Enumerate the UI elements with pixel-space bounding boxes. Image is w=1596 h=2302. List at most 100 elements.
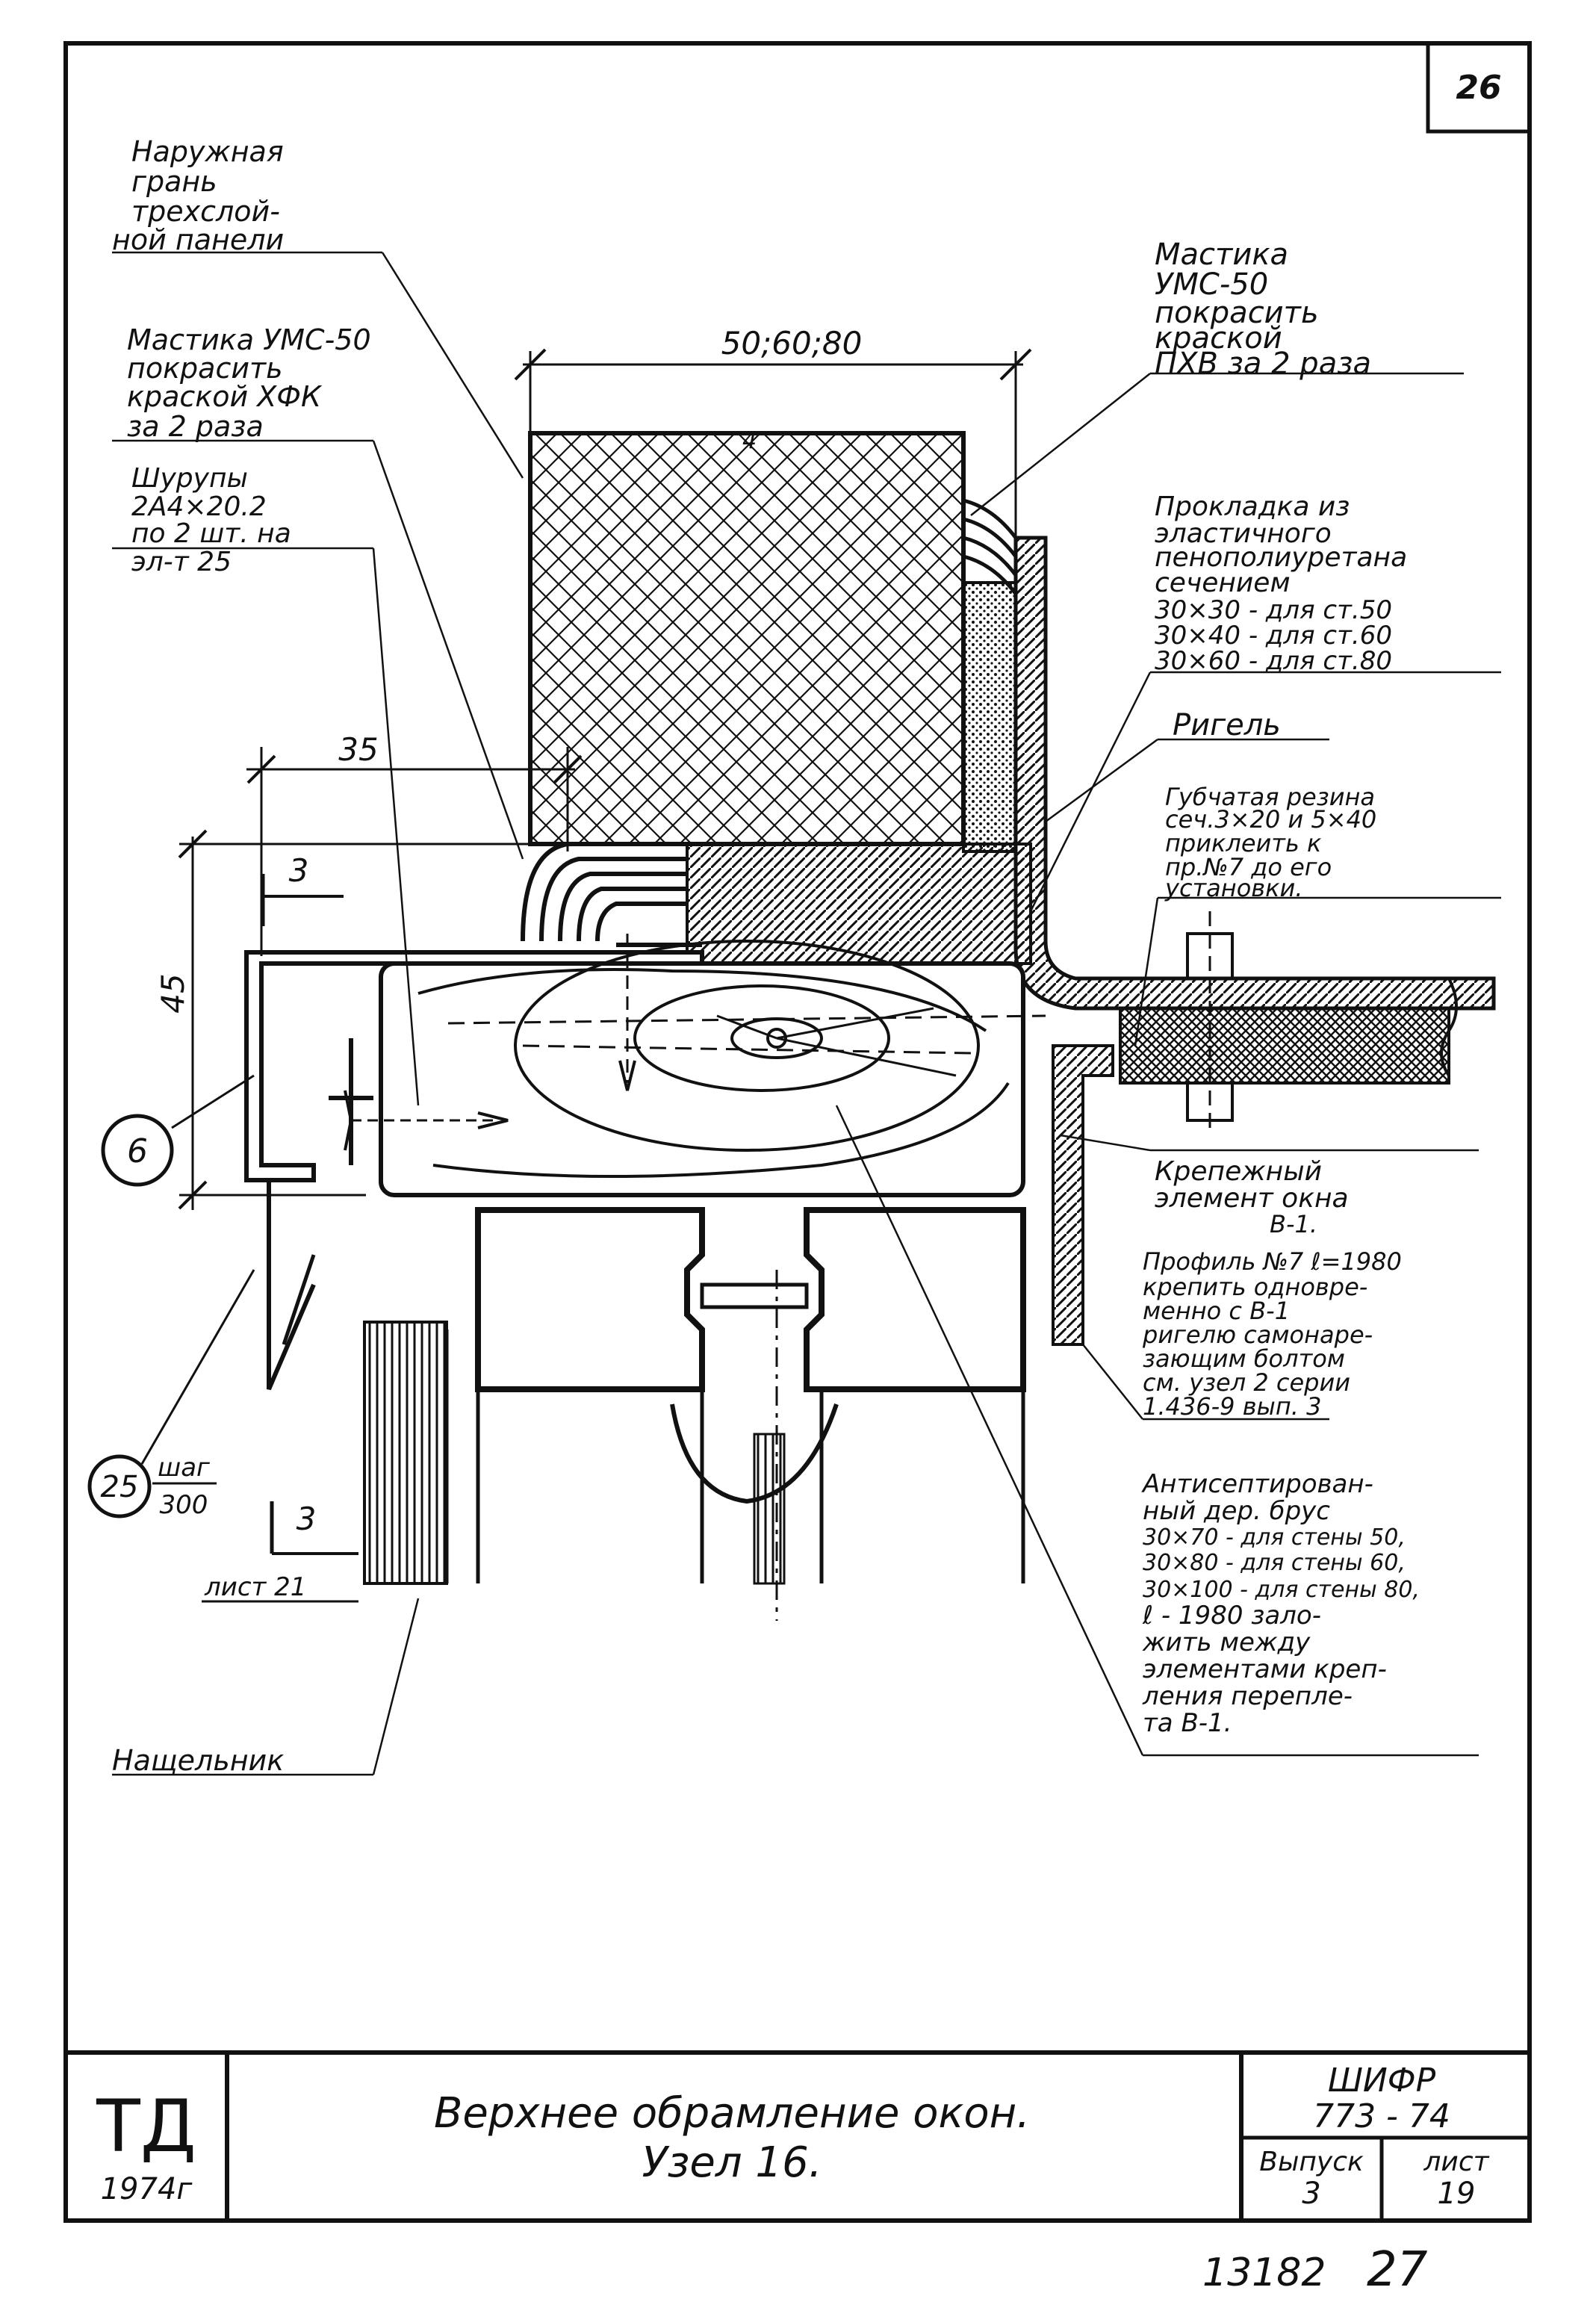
label-rigel: Ригель [1173,708,1281,742]
svg-text:крепить одновре-: крепить одновре- [1143,1273,1367,1301]
svg-text:30×40 - для ст.60: 30×40 - для ст.60 [1155,621,1392,651]
svg-text:ной панели: ной панели [112,223,284,256]
mastic-bands-right [963,498,1017,595]
dimension-45: 45 [155,829,553,1210]
svg-text:В-1.: В-1. [1270,1210,1317,1238]
svg-text:6: 6 [127,1132,148,1170]
footer-page: 27 [1367,2242,1428,2298]
dimension-top: 50;60;80 [514,325,1032,538]
section-mark-top: 3 [261,852,344,926]
svg-text:Профиль №7 ℓ=1980: Профиль №7 ℓ=1980 [1143,1247,1402,1276]
footer-number: 13182 [1202,2250,1326,2295]
svg-text:за 2 раза: за 2 раза [127,410,264,443]
label-profile: Профиль №7 ℓ=1980 крепить одновре- менно… [1142,1247,1402,1421]
svg-text:та В-1.: та В-1. [1143,1708,1232,1738]
callout-6: 6 [101,1074,255,1187]
svg-text:30×30 - для ст.50: 30×30 - для ст.50 [1155,595,1392,625]
svg-text:Шурупы: Шурупы [131,463,248,494]
svg-text:Мастика УМС-50: Мастика УМС-50 [127,323,371,356]
mastic-bands-left [521,842,702,947]
label-fastener: Крепежный элемент окна В-1. [1155,1156,1349,1238]
gasket-block [686,843,1032,965]
sheet-ref: лист 21 [204,1572,306,1602]
svg-text:ный дер. брус: ный дер. брус [1143,1496,1330,1526]
svg-text:приклеить к: приклеить к [1165,829,1322,857]
svg-text:элемент окна: элемент окна [1155,1183,1349,1214]
svg-text:Нащельник: Нащельник [112,1744,284,1777]
svg-text:2А4×20.2: 2А4×20.2 [131,491,267,522]
panel-mark: 4 [742,428,757,454]
svg-text:покрасить: покрасить [1155,296,1319,330]
svg-text:Прокладка из: Прокладка из [1155,491,1350,522]
svg-text:жить между: жить между [1142,1628,1311,1657]
sill-batten [363,1321,448,1585]
svg-text:зающим болтом: зающим болтом [1143,1344,1345,1373]
label-outer-face: Наружная грань трехслой- ной панели [112,135,284,256]
code-value: 773 - 74 [1313,2097,1450,2135]
screw [344,1090,509,1151]
sheet-label: лист [1423,2147,1489,2177]
callout-25: 25 шаг 300 [87,1269,255,1520]
svg-text:Крепежный: Крепежный [1155,1156,1322,1187]
label-bar: Антисептирован- ный дер. брус 30×70 - дл… [1141,1469,1420,1738]
sheet-frame [63,41,1532,2223]
construction-section: 4 [244,428,1496,1621]
leader-lines [112,251,1501,1776]
svg-text:эластичного: эластичного [1155,518,1332,549]
svg-text:сечением: сечением [1155,568,1291,598]
year: 1974г [101,2172,193,2206]
title-line1: Верхнее обрамление окон. [434,2089,1030,2138]
window-frame-profile [475,1207,1026,1585]
svg-text:краской ХФК: краской ХФК [127,380,323,413]
svg-text:элементами креп-: элементами креп- [1143,1654,1387,1684]
svg-text:эл-т 25: эл-т 25 [131,547,232,577]
issue-value: 3 [1302,2177,1320,2211]
label-screws: Шурупы 2А4×20.2 по 2 шт. на эл-т 25 [131,463,291,577]
insulation-strip [962,581,1017,853]
label-rubber: Губчатая резина сеч.3×20 и 5×40 приклеит… [1164,783,1376,902]
title-line2: Узел 16. [642,2138,822,2187]
wood-grain [417,940,1046,1178]
svg-text:покрасить: покрасить [127,352,283,385]
dim-top-label: 50;60;80 [721,325,863,362]
sheet-value: 19 [1438,2177,1476,2211]
svg-text:ригелю самонаре-: ригелю самонаре- [1142,1321,1373,1349]
svg-text:пр.№7 до его: пр.№7 до его [1165,853,1332,881]
dim-35-label: 35 [338,731,378,768]
svg-text:30×60 - для ст.80: 30×60 - для ст.80 [1155,646,1392,676]
svg-text:300: 300 [160,1490,208,1520]
label-gasket: Прокладка из эластичного пенополиуретана… [1155,491,1407,676]
label-mastic-left: Мастика УМС-50 покрасить краской ХФК за … [127,323,371,443]
svg-text:установки.: установки. [1164,874,1302,902]
svg-text:шаг: шаг [158,1453,211,1483]
svg-text:сеч.3×20 и 5×40: сеч.3×20 и 5×40 [1165,805,1376,834]
svg-text:25: 25 [101,1470,139,1504]
svg-text:УМС-50: УМС-50 [1155,267,1268,302]
issue-label: Выпуск [1259,2147,1364,2177]
bolt [1186,911,1234,1135]
label-mastic-right: Мастика УМС-50 покрасить краской ПХВ за … [1155,238,1371,381]
svg-text:30×100 - для стены 80,: 30×100 - для стены 80, [1143,1577,1420,1603]
svg-text:Мастика: Мастика [1155,238,1288,272]
svg-text:трехслой-: трехслой- [131,195,280,228]
svg-text:Ригель: Ригель [1173,708,1281,742]
svg-text:30×70 - для стены 50,: 30×70 - для стены 50, [1143,1524,1406,1551]
svg-text:см. узел 2 серии: см. узел 2 серии [1143,1368,1350,1397]
svg-text:3: 3 [289,852,309,889]
svg-text:ℓ - 1980 зало-: ℓ - 1980 зало- [1142,1601,1321,1631]
svg-text:ПХВ за 2 раза: ПХВ за 2 раза [1155,347,1371,381]
sponge-rubber [1119,1007,1450,1085]
drip-edge [267,1180,316,1391]
profile-angle [1052,1044,1114,1346]
title-block: ТД 1974г Верхнее обрамление окон. Узел 1… [66,2050,1530,2221]
org-mark: ТД [96,2085,196,2168]
svg-text:Губчатая резина: Губчатая резина [1165,783,1375,811]
timber-bar [379,961,1025,1197]
svg-text:краской: краской [1155,321,1282,356]
svg-text:менно с В-1: менно с В-1 [1143,1297,1290,1325]
svg-text:по 2 шт. на: по 2 шт. на [131,518,291,549]
svg-text:Наружная: Наружная [131,135,284,168]
svg-text:3: 3 [296,1501,317,1537]
page-number-box: 26 [1426,43,1530,134]
